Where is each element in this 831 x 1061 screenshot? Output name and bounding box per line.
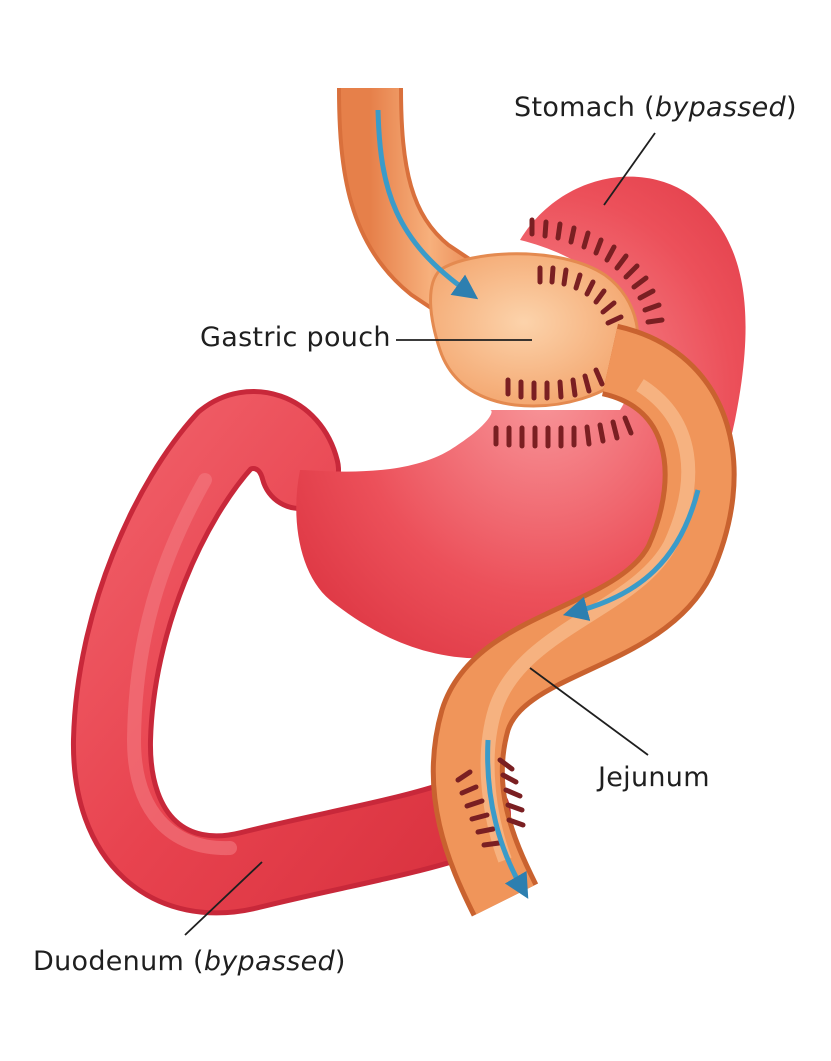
label-jejunum: Jejunum [596,762,710,793]
leader-stomach [603,132,656,206]
pouch-top-staple-line [537,265,624,326]
stomach-lower-staple-line [493,415,634,449]
leader-jejunum [529,667,649,756]
flow-arrows [375,109,701,899]
anastomosis-staple-line [455,757,526,848]
label-duodenum: Duodenum (bypassed) [33,946,346,977]
flow-arrow-jejunum [562,489,701,621]
gastric-pouch [429,252,640,408]
stomach-bypassed [296,176,746,659]
label-stomach: Stomach (bypassed) [514,92,797,123]
leader-duodenum [184,861,263,936]
stomach-staple-line [529,217,665,325]
pouch-bottom-staple-line [505,367,605,401]
duodenum [71,389,511,916]
flow-arrow-outlet [485,739,529,899]
label-gastric-pouch: Gastric pouch [200,322,391,353]
flow-arrow-esophagus [375,109,479,300]
